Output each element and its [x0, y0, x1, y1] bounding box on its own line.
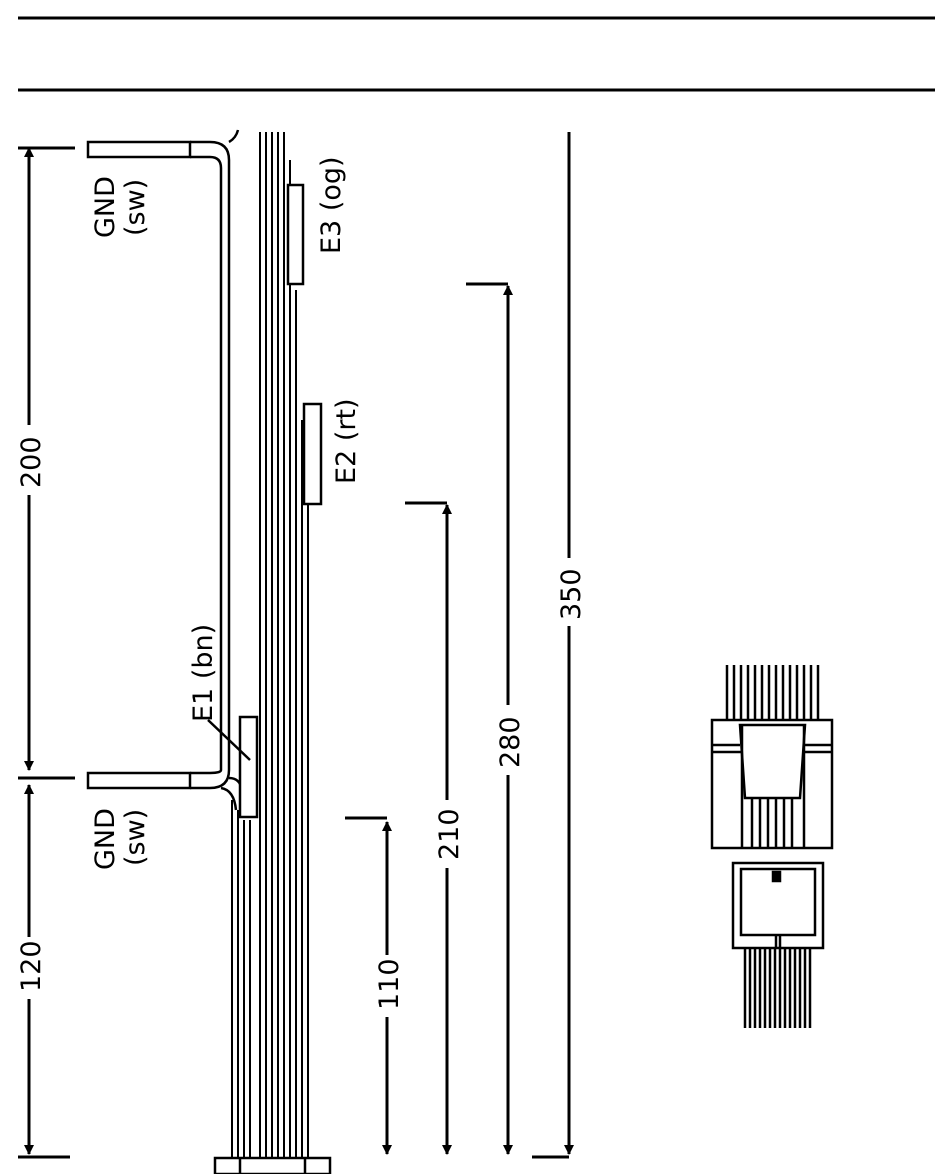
bundle-end-connector: [215, 1158, 330, 1174]
connector-socket-bottom: [733, 863, 823, 1028]
dim-280-label: 280: [495, 716, 526, 768]
dim-200-label: 200: [16, 436, 47, 488]
dim-120-label: 120: [16, 940, 47, 992]
dim-110-label: 110: [374, 958, 405, 1010]
dim-210-label: 210: [434, 808, 465, 860]
connector-plug-top: [712, 665, 832, 848]
gnd-bottom-label: GND: [90, 808, 121, 870]
gnd-bottom-color-label: (sw): [120, 809, 151, 866]
e1-terminal: [240, 717, 257, 817]
wire-bundle: [232, 132, 308, 1158]
dimension-lines: [18, 132, 569, 1157]
e2-label: E2 (rt): [331, 398, 362, 484]
e1-label: E1 (bn): [188, 624, 219, 722]
e3-terminal: [288, 185, 303, 284]
e3-label: E3 (og): [316, 156, 347, 254]
gnd-top-color-label: (sw): [120, 179, 151, 236]
dim-350-label: 350: [556, 568, 587, 620]
gnd-top-label: GND: [90, 176, 121, 238]
e2-terminal: [304, 404, 321, 504]
